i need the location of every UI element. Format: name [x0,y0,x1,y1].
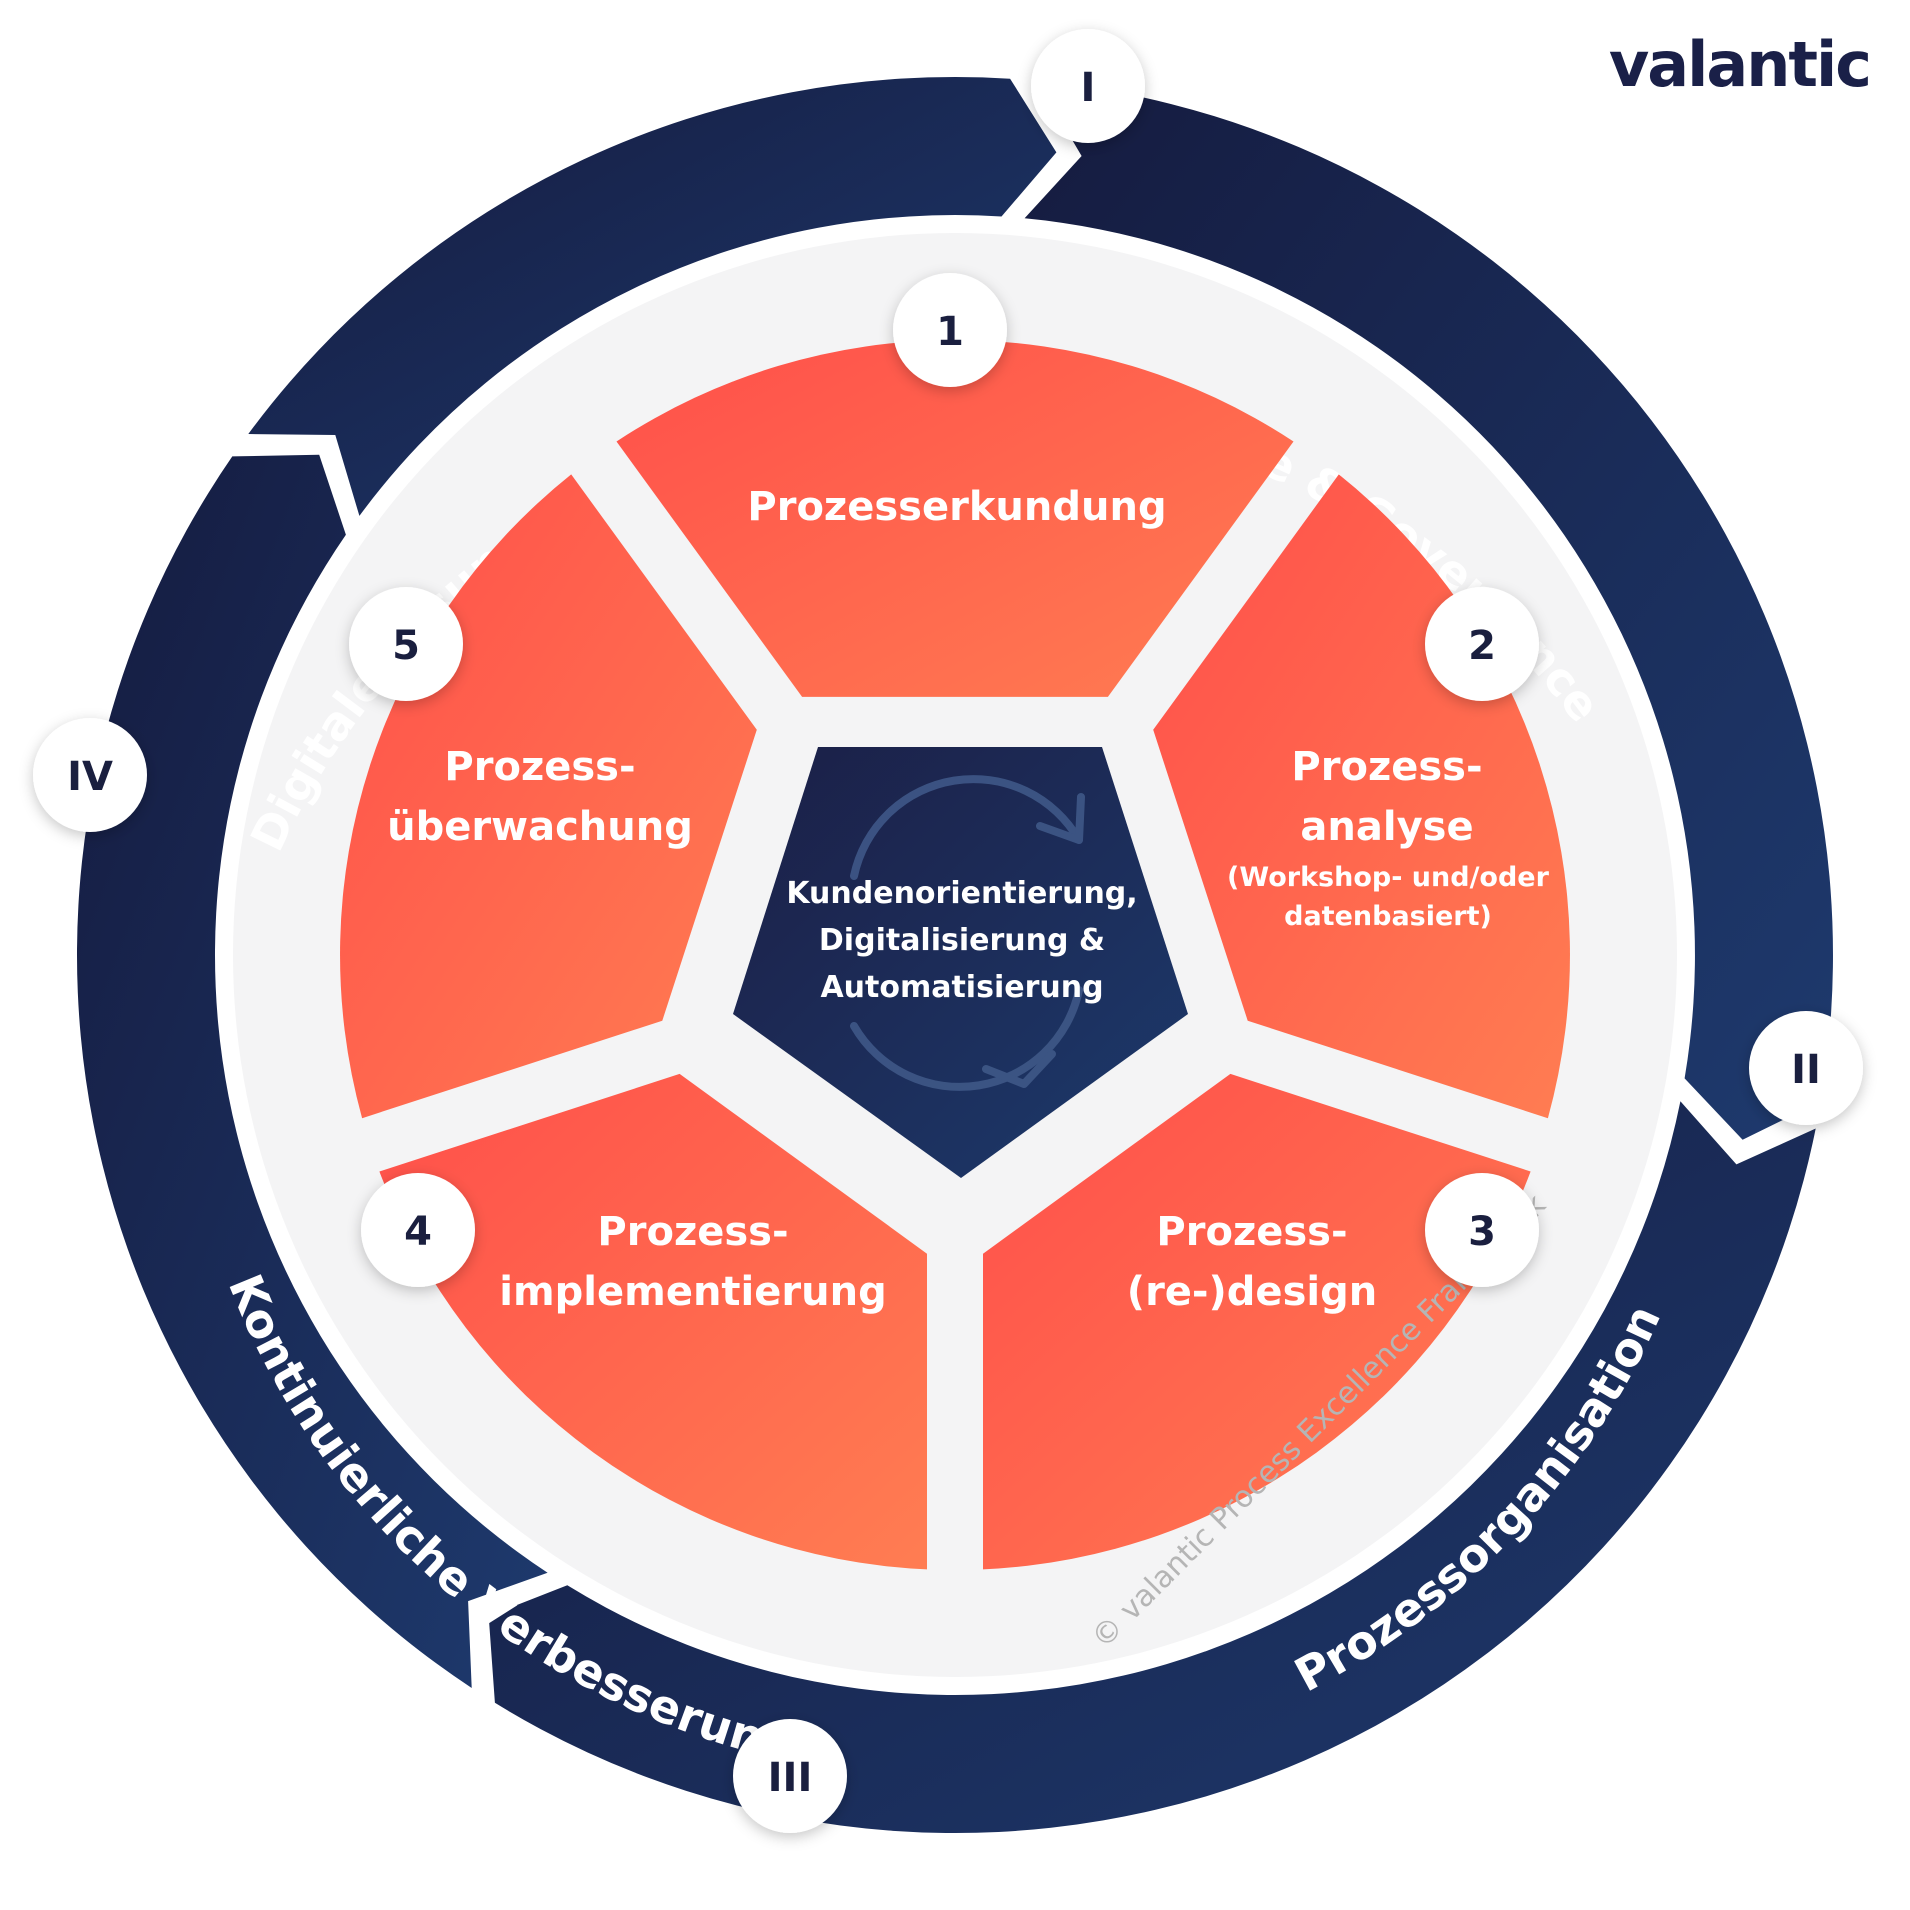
step-4-segment[interactable] [379,1073,927,1570]
phase-3-badge[interactable]: III [733,1719,847,1833]
step-2-badge[interactable]: 2 [1425,587,1539,701]
valantic-logo: valantic [1608,28,1872,101]
step-4-label-line-1: Prozess- [597,1209,788,1255]
step-4-label-line-2: implementierung [499,1269,886,1315]
center-line-3: Automatisierung [820,970,1103,1005]
step-2-label-line-1: Prozess- [1291,744,1482,790]
step-1-number: 1 [936,309,964,355]
phase-1-numeral: I [1081,65,1096,111]
step-2-sub-line-2: datenbasiert) [1284,901,1492,932]
step-2-sub-line-1: (Workshop- und/oder [1227,862,1550,893]
phase-4-badge[interactable]: IV [33,718,147,832]
cycle-arrows-icon [850,775,1085,1091]
phase-1-badge[interactable]: I [1031,29,1145,143]
step-4-badge[interactable]: 4 [361,1173,475,1287]
step-5-label-line-1: Prozess- [444,744,635,790]
step-5-label-line-2: überwachung [387,804,693,850]
step-5-badge[interactable]: 5 [349,587,463,701]
ring-arc-phase-2 [488,1101,1816,1834]
step-5-number: 5 [392,623,420,669]
step-2-label-line-2: analyse [1300,804,1473,850]
step-3-label-line-2: (re-)design [1127,1269,1377,1315]
phase-2-badge[interactable]: II [1749,1011,1863,1125]
ring-arc-phase-4 [248,76,1057,516]
step-2-number: 2 [1468,623,1496,669]
step-1-badge[interactable]: 1 [893,273,1007,387]
step-3-segment[interactable] [983,1073,1531,1570]
outer-phase-ring [76,76,1833,1834]
center-line-2: Digitalisierung & [819,923,1105,958]
step-1-label: Prozesserkundung [747,484,1166,530]
step-3-badge[interactable]: 3 [1425,1173,1539,1287]
phase-3-numeral: III [768,1755,813,1801]
step-4-number: 4 [404,1209,432,1255]
ring-arc-phase-1 [1024,80,1833,1140]
step-3-label-line-1: Prozess- [1156,1209,1347,1255]
phase-2-numeral: II [1791,1047,1821,1093]
center-pentagon [733,747,1188,1178]
ring-arc-phase-3 [76,454,548,1689]
step-1-segment[interactable] [616,339,1294,697]
step-3-number: 3 [1468,1209,1496,1255]
phase-4-numeral: IV [67,754,113,800]
center-line-1: Kundenorientierung, [786,876,1137,911]
